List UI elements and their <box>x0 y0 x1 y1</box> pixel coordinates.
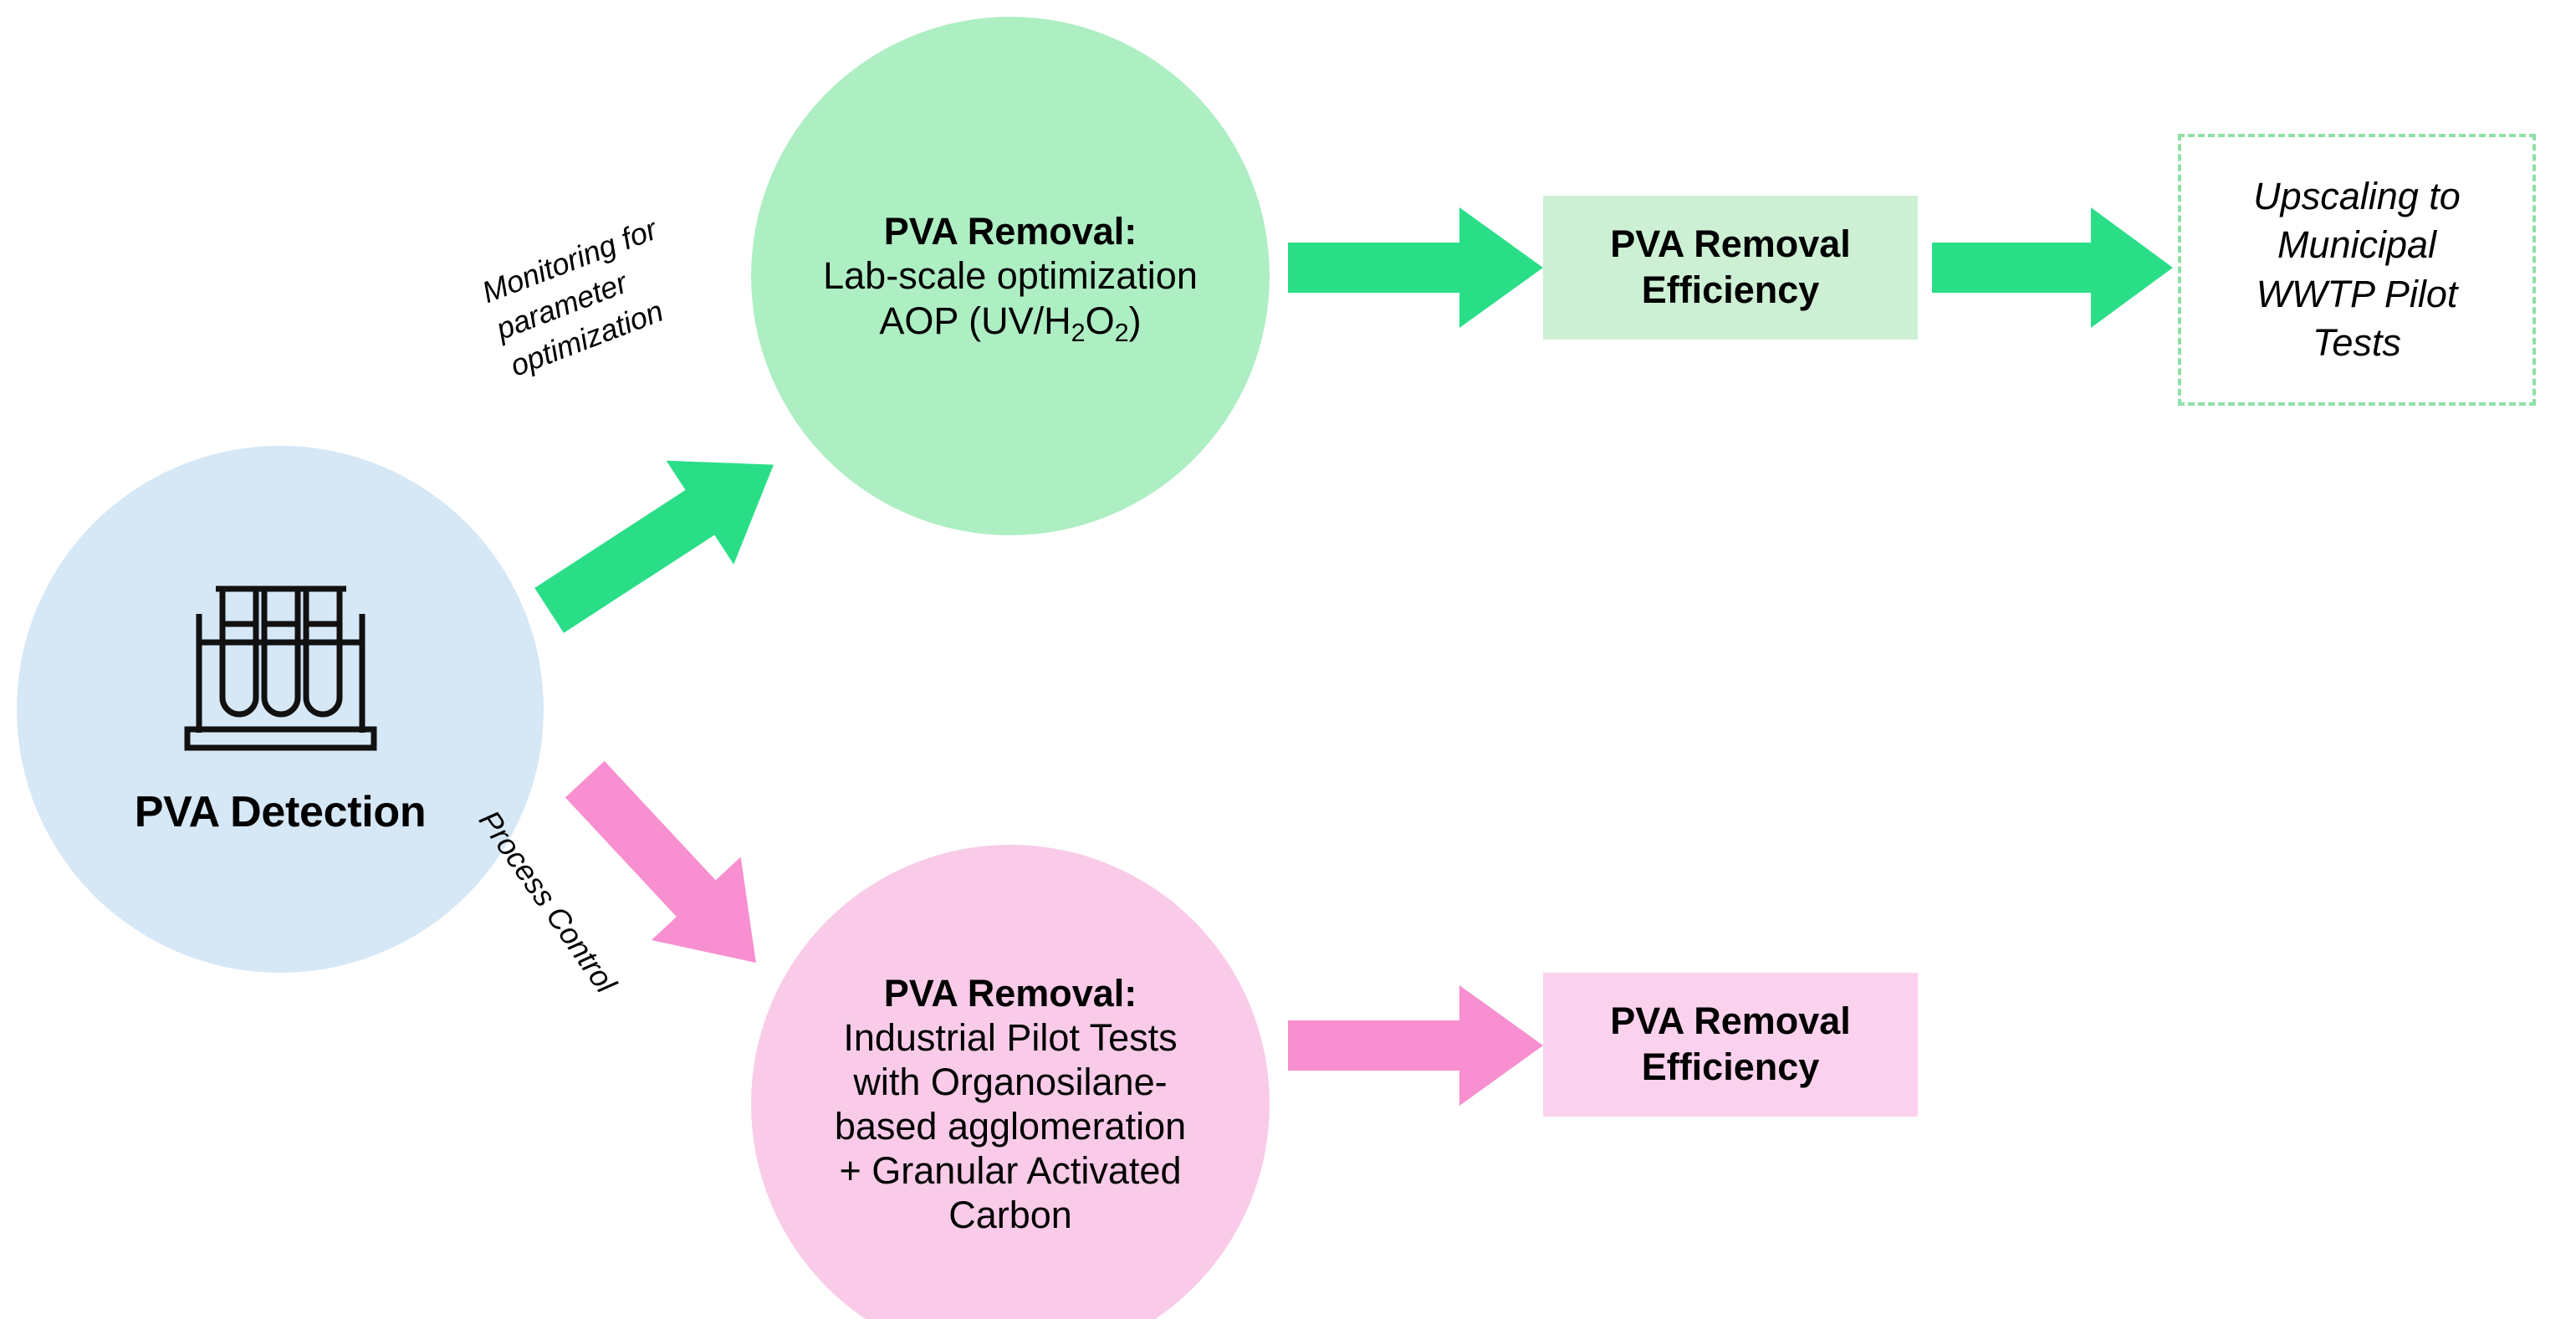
node-text-industrial: PVA Removal: Industrial Pilot Tests with… <box>761 971 1259 1238</box>
industrial-line-1: Industrial Pilot Tests <box>843 1015 1178 1059</box>
upscaling-text: Upscaling to Municipal WWTP Pilot Tests <box>2253 172 2461 368</box>
green-efficiency-line-2: Efficiency <box>1641 268 1820 311</box>
arrow-efficiency-to-upscaling <box>1932 207 2173 328</box>
node-pva-detection[interactable]: PVA Detection <box>17 446 544 973</box>
upscaling-line-3: WWTP Pilot <box>2256 272 2458 315</box>
upscaling-line-4: Tests <box>2313 321 2401 364</box>
node-label-pva-detection: PVA Detection <box>134 787 427 836</box>
outcome-box-upscaling[interactable]: Upscaling to Municipal WWTP Pilot Tests <box>2178 134 2536 406</box>
aop-line-2-sub-2: 2 <box>1114 318 1129 347</box>
arrow-detection-to-aop <box>534 460 774 633</box>
node-pva-removal-industrial[interactable]: PVA Removal: Industrial Pilot Tests with… <box>751 845 1270 1319</box>
green-efficiency-text: PVA Removal Efficiency <box>1610 222 1851 314</box>
edge-label-monitoring-for-parameter-optimization: Monitoring for parameter optimization <box>477 211 668 383</box>
aop-line-2: AOP (UV/H2O2) <box>761 299 1259 347</box>
industrial-line-5: Carbon <box>948 1194 1072 1237</box>
arrow-aop-to-efficiency <box>1288 207 1543 328</box>
industrial-line-4: + Granular Activated <box>839 1149 1182 1193</box>
result-box-green-removal-efficiency[interactable]: PVA Removal Efficiency <box>1543 196 1918 340</box>
arrow-industrial-to-efficiency <box>1288 985 1543 1106</box>
green-efficiency-line-1: PVA Removal <box>1610 222 1851 266</box>
arrow-detection-to-industrial <box>565 760 756 964</box>
industrial-line-2: with Organosilane- <box>853 1060 1168 1103</box>
pink-efficiency-line-2: Efficiency <box>1641 1045 1820 1088</box>
test-tube-rack-icon <box>184 585 376 750</box>
aop-line-1: Lab-scale optimization <box>823 254 1198 298</box>
upscaling-line-2: Municipal <box>2277 223 2437 266</box>
node-text-aop: PVA Removal: Lab-scale optimization AOP … <box>761 209 1259 347</box>
aop-line-2-mid: O <box>1085 299 1115 342</box>
pink-efficiency-text: PVA Removal Efficiency <box>1610 999 1851 1091</box>
aop-title: PVA Removal: <box>883 210 1137 253</box>
aop-line-2-sub-1: 2 <box>1071 318 1086 347</box>
upscaling-line-1: Upscaling to <box>2253 174 2461 217</box>
result-box-pink-removal-efficiency[interactable]: PVA Removal Efficiency <box>1543 973 1918 1117</box>
pink-efficiency-line-1: PVA Removal <box>1610 999 1851 1043</box>
node-pva-removal-aop[interactable]: PVA Removal: Lab-scale optimization AOP … <box>751 17 1270 535</box>
aop-line-2-prefix: AOP (UV/H <box>879 299 1071 342</box>
industrial-title: PVA Removal: <box>883 971 1137 1015</box>
industrial-line-3: based agglomeration <box>834 1105 1187 1148</box>
aop-line-2-suffix: ) <box>1128 299 1142 342</box>
